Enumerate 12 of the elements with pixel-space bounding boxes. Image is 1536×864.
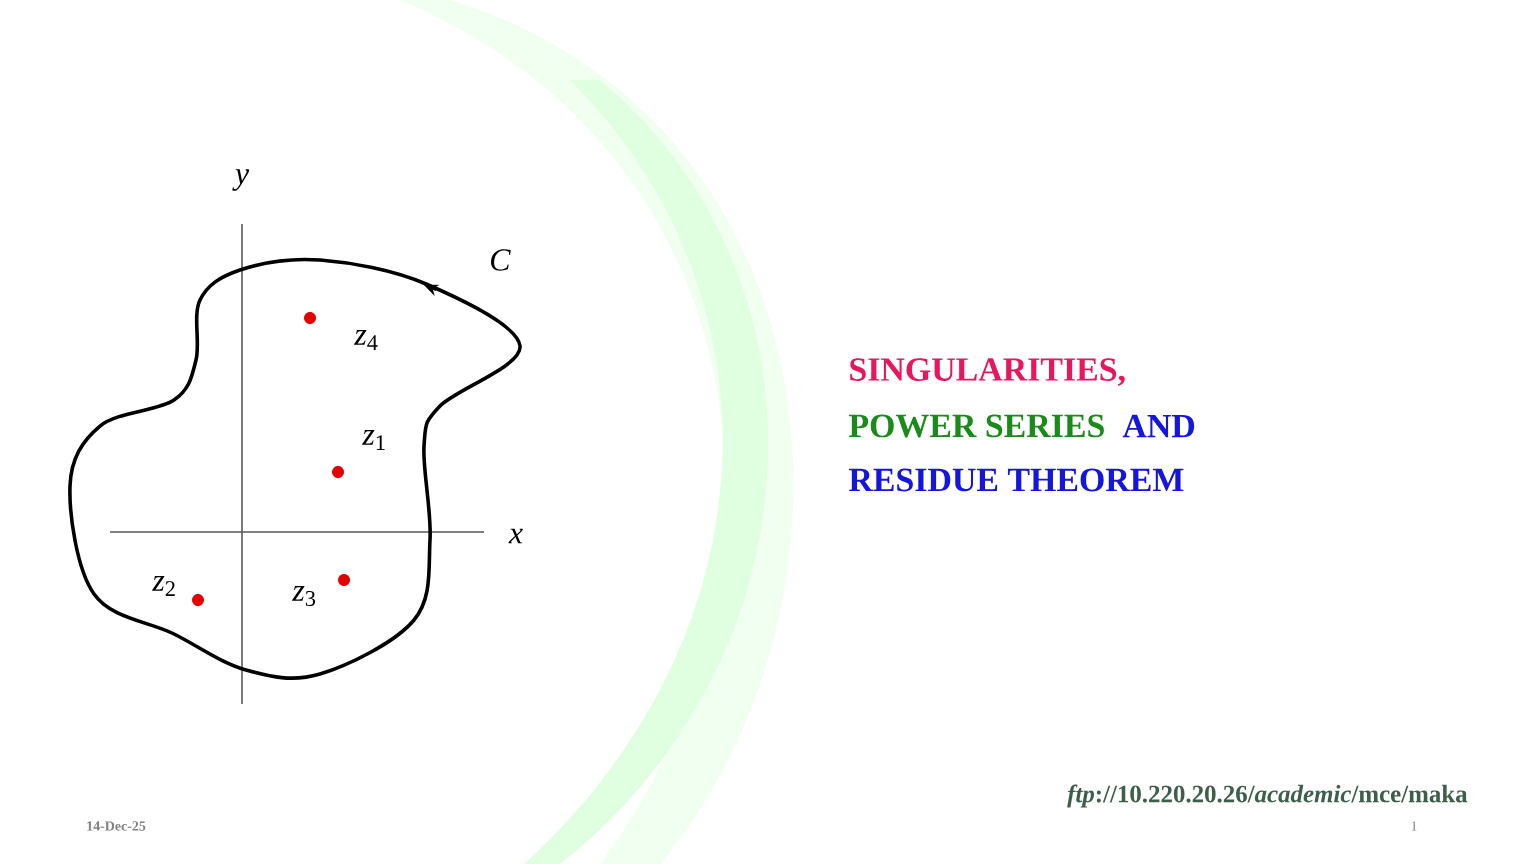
title-line: SINGULARITIES,	[850, 358, 1125, 386]
title-line: POWER SERIES	[849, 414, 1104, 438]
point-label: z$_{3}$	[292, 586, 316, 606]
title-line: AND	[1122, 414, 1195, 438]
axis-label: x	[508, 528, 523, 544]
title-line: RESIDUE THEOREM	[849, 468, 1184, 492]
curve-label: C	[491, 249, 511, 271]
url-text: ftp://10.220.20.26/academic/mce/maka	[1067, 784, 1468, 808]
point-label: z$_{4}$	[354, 330, 378, 350]
axis-label: y	[232, 169, 250, 191]
point-label: z$_{1}$	[362, 430, 385, 450]
point-label: z$_{2}$	[152, 576, 175, 596]
